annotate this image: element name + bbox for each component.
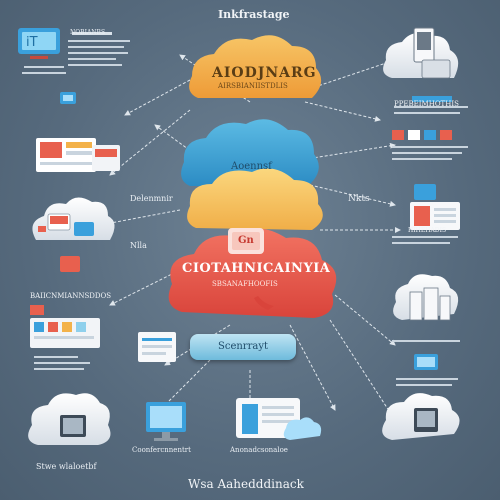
blue-cloud-label: Aoennsf bbox=[231, 161, 272, 172]
orange-cloud-title: AIODJNARG bbox=[212, 65, 317, 81]
orange-cloud-subtitle: AIRSBIANIISTDLIS bbox=[218, 82, 288, 90]
server-rack-icon bbox=[236, 398, 322, 440]
device-cloud-icon bbox=[32, 197, 115, 272]
right-storage-heading: HIHEHADIS bbox=[408, 227, 447, 234]
red-cloud-title: CIOTAHNICAINYIA bbox=[182, 261, 331, 276]
desktop-monitor-icon bbox=[146, 402, 186, 441]
cloud-red bbox=[168, 228, 337, 318]
monitor-cloud-icon bbox=[28, 393, 111, 445]
right-mid-label: Nkts bbox=[348, 194, 370, 204]
document-stack-icon bbox=[392, 184, 460, 244]
bottom-left-caption: Stwe wlaloetbf bbox=[36, 462, 97, 471]
left-section-heading: BAIICNMIANNSDDOS bbox=[30, 292, 112, 300]
screen-badge: Scenrrayt bbox=[190, 334, 296, 360]
cloud-blue bbox=[181, 119, 319, 186]
screen-badge-label: Scenrrayt bbox=[218, 341, 268, 352]
checklist-icon bbox=[138, 332, 176, 362]
document-cluster-icon bbox=[36, 138, 120, 172]
storage-cloud-icon bbox=[382, 393, 460, 440]
right-text-block-1 bbox=[394, 96, 468, 114]
left-mid-label: Nlla bbox=[130, 241, 147, 250]
left-top-heading: NOBIANBS bbox=[70, 29, 106, 36]
cloud-orange bbox=[189, 35, 322, 98]
red-cloud-badge: Gn bbox=[238, 235, 254, 246]
red-cloud-subtitle: SBSANAFHOOFIS bbox=[212, 280, 278, 288]
cloud-tail bbox=[254, 296, 274, 310]
cloud-screen-icon: iT bbox=[18, 28, 60, 59]
server-device-icons bbox=[30, 305, 100, 370]
phone-icon bbox=[60, 92, 76, 104]
svg-text:iT: iT bbox=[26, 35, 38, 50]
laptop-icon bbox=[396, 354, 458, 386]
bottom-caption-1: Coonfercnnentrt bbox=[132, 446, 191, 454]
right-section-heading: PPEBEIMHOTHIS bbox=[394, 100, 459, 108]
top-left-text-block bbox=[22, 32, 130, 74]
left-side-label: Delenmnir bbox=[130, 194, 173, 203]
bottom-title: Wsa Aahedddinack bbox=[188, 477, 304, 491]
storage-servers-icon bbox=[392, 274, 460, 342]
top-label: Inkfrastage bbox=[218, 8, 290, 21]
cloud-yellow bbox=[187, 168, 323, 230]
cloud-server-icon-top-right bbox=[383, 27, 459, 79]
bottom-caption-2: Anonadcsonaloe bbox=[230, 446, 288, 454]
app-icons-row bbox=[392, 130, 468, 160]
